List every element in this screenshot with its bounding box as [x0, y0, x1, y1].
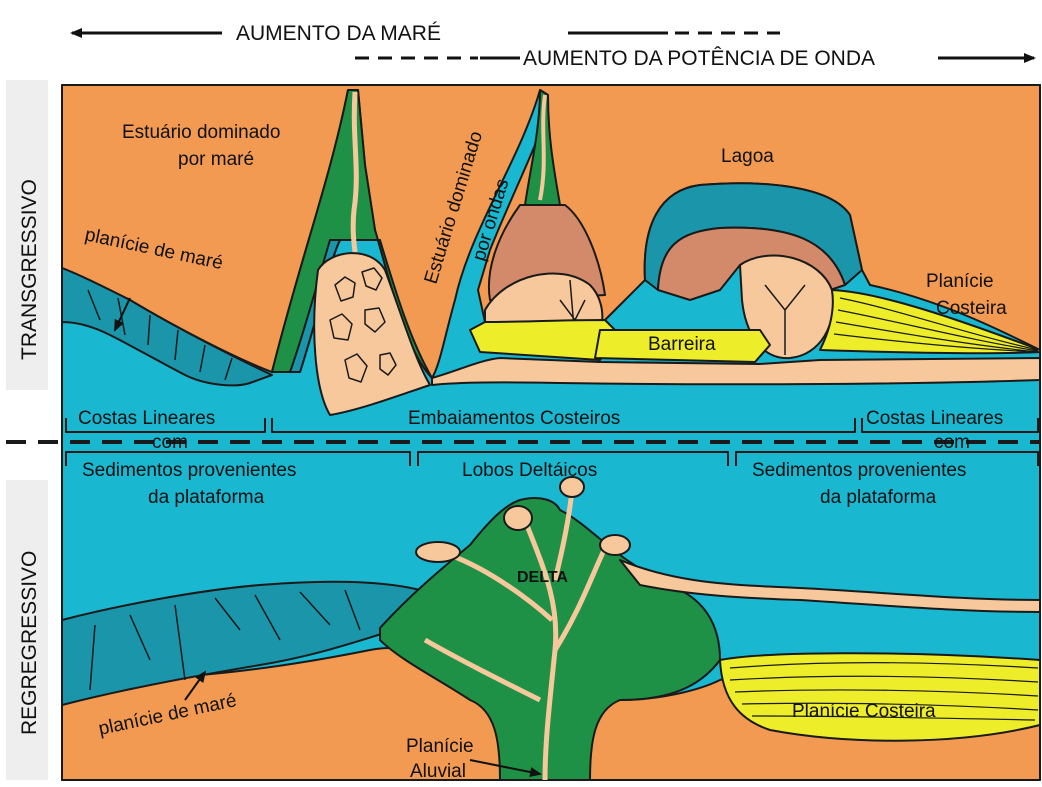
barrier-main — [594, 329, 771, 363]
upper-shoreface — [431, 357, 1041, 386]
tide-increase-label: AUMENTO DA MARÉ — [236, 22, 441, 45]
upper-coastal-plain-lines — [833, 297, 1039, 353]
side-labels: TRANSGRESSIVO REGREGRESSIVO — [6, 80, 48, 780]
delta-label: DELTA — [517, 569, 568, 586]
lower-tidal-flat-channels — [89, 589, 361, 691]
wave-estuary-channel — [538, 94, 547, 201]
bracket-shelf-right — [735, 451, 1039, 466]
deltaic-lobes-label: Lobos Deltáicos — [462, 460, 597, 481]
alluvial-label-1: Planície — [406, 736, 474, 757]
barrier-label: Barreira — [648, 334, 716, 355]
bracket-embayments — [271, 418, 856, 433]
tide-estuary-bars — [329, 267, 397, 383]
with-left-label: com — [152, 432, 188, 453]
bracket-linear-right — [861, 418, 1039, 433]
lagoon-label: Lagoa — [721, 146, 774, 167]
shelf-left-label-1: Sedimentos provenientes — [82, 460, 296, 481]
alluvial-label-2: Aluvial — [410, 761, 466, 782]
shelf-left-label-2: da plataforma — [148, 487, 265, 508]
shelf-right-label-2: da plataforma — [820, 487, 937, 508]
linear-coasts-right-label: Costas Lineares — [866, 408, 1003, 429]
tide-estuary-label-1: Estuário dominado — [122, 122, 280, 143]
lower-shoreline-sand — [619, 559, 1041, 613]
tide-estuary-label-2: por maré — [178, 149, 254, 170]
shelf-right-label-1: Sedimentos provenientes — [752, 460, 966, 481]
embayments-label: Embaiamentos Costeiros — [408, 408, 620, 429]
lower-tidal-flat-arrow — [184, 670, 207, 701]
delta-distributaries — [423, 489, 608, 781]
delta-lobes — [415, 476, 631, 563]
bracket-shelf-left — [65, 451, 411, 466]
upper-coastal-plain-label-1: Planície — [926, 271, 994, 292]
upper-tidal-flat-arrow — [114, 297, 131, 332]
diagram-body — [6, 84, 1041, 781]
header: AUMENTO DA MARÉ AUMENTO DA POTÊNCIA DE O… — [70, 22, 1036, 70]
regressive-label: REGREGRESSIVO — [18, 551, 41, 735]
wave-power-label: AUMENTO DA POTÊNCIA DE ONDA — [523, 47, 875, 70]
lower-coastal-plain-label: Planície Costeira — [792, 701, 936, 722]
linear-coasts-left-label: Costas Lineares — [78, 408, 215, 429]
transgressive-label: TRANSGRESSIVO — [18, 179, 41, 360]
lower-coastal-plain-lines — [729, 662, 1039, 721]
upper-coastal-plain-label-2: Costeira — [936, 298, 1007, 319]
lower-coastal-plain — [719, 652, 1041, 742]
alluvial-arrow — [469, 759, 542, 777]
bracket-linear-left — [65, 418, 266, 433]
bracket-deltaic — [417, 451, 729, 466]
tide-estuary-sand — [313, 252, 431, 416]
lagoon-flood-delta — [764, 284, 806, 355]
with-right-label: com — [934, 432, 970, 453]
